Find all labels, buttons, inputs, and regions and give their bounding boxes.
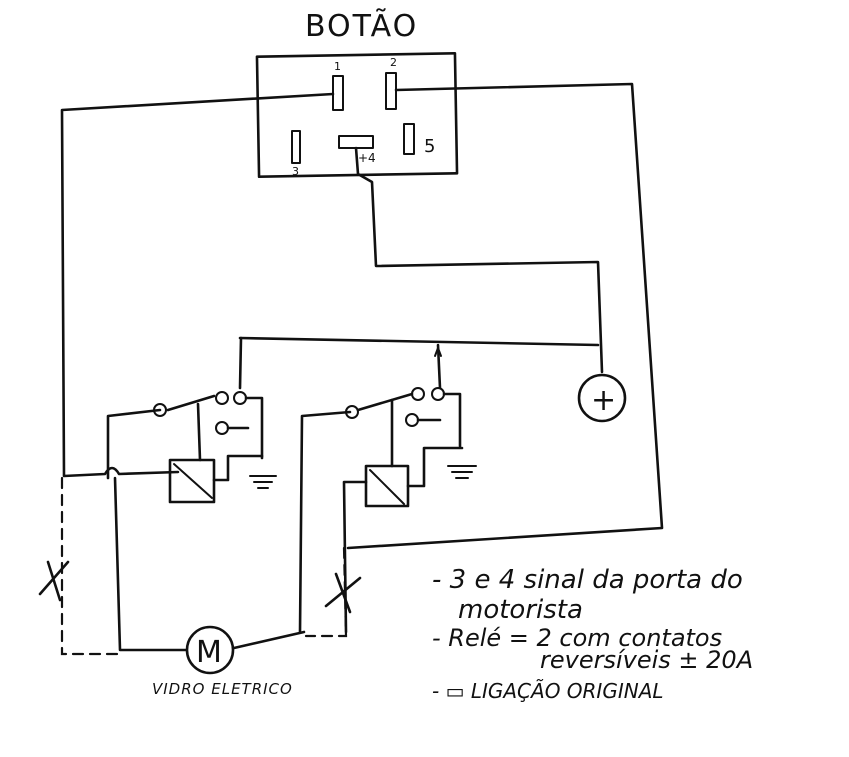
note-line1b: motorista <box>458 595 583 625</box>
pin-3-terminal <box>291 130 301 164</box>
page-title: BOTÃO <box>305 8 418 44</box>
wire-motor-left <box>113 476 188 652</box>
wire-positive-rail-top <box>238 336 600 347</box>
wire-motor-right <box>232 630 306 650</box>
pin-2-label: 2 <box>390 56 397 69</box>
wire-pin4-positive <box>354 146 604 374</box>
positive-symbol: + <box>591 383 616 418</box>
wire-pin1-left <box>60 92 335 478</box>
note-line2a: - Relé = 2 com contatos <box>432 624 722 652</box>
cut-mark-right <box>324 572 362 614</box>
relay-2 <box>298 387 477 634</box>
pin-1-terminal <box>332 75 344 111</box>
motor <box>185 625 235 675</box>
cut-mark-left <box>38 560 70 602</box>
pin-2-terminal <box>385 72 397 110</box>
note-line2b: reversíveis ± 20A <box>540 646 753 674</box>
pin-5-label: 5 <box>424 136 435 157</box>
wire-pin2-right <box>346 82 664 550</box>
positive-source <box>577 373 627 423</box>
arrow-up-2 <box>434 347 442 357</box>
pin-1-label: 1 <box>334 60 341 73</box>
motor-symbol: M <box>196 635 222 670</box>
pin-5-terminal <box>403 123 415 155</box>
motor-label: VIDRO ELETRICO <box>152 680 293 698</box>
pin-3-label: 3 <box>292 165 299 178</box>
pin-4-label: +4 <box>358 151 376 165</box>
wire-positive-rail-2 <box>436 343 442 390</box>
wire-positive-rail <box>238 336 243 390</box>
original-connection-right <box>304 546 348 638</box>
pin-4-terminal <box>338 135 374 149</box>
original-connection-left <box>60 476 122 656</box>
note-line3: - ▭ LIGAÇÃO ORIGINAL <box>432 679 664 703</box>
note-line1a: - 3 e 4 sinal da porta do <box>432 565 743 595</box>
relay-1 <box>106 391 277 504</box>
notes: - 3 e 4 sinal da porta do motorista - Re… <box>432 565 753 703</box>
